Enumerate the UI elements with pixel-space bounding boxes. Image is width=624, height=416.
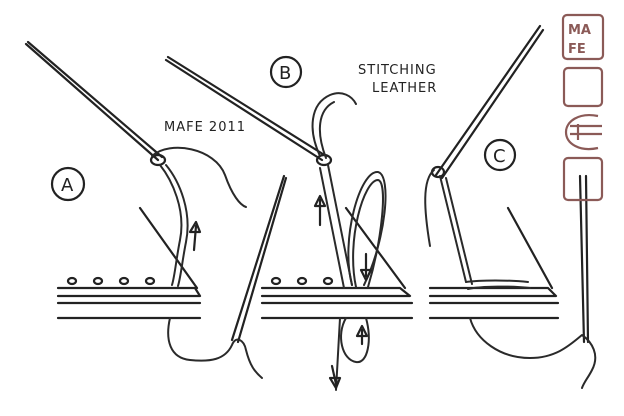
panel-a-needle-top-edge [26, 40, 164, 159]
panel-a-thread-tail [151, 146, 247, 208]
panel-a-thread-down-edge [165, 164, 189, 287]
panel-b-needle-eye [315, 153, 333, 167]
stamp-wave-outer [564, 114, 599, 151]
panel-c-thread-under [469, 317, 597, 389]
panel-b-arrow-under-shaft [330, 364, 338, 386]
panel-c-guide-line [506, 206, 554, 290]
panel-a-hole [66, 276, 78, 286]
panel-b-leather-top [260, 286, 412, 298]
panel-b-hole [270, 276, 282, 286]
stamp-empty-box [562, 66, 604, 108]
panel-a: A [24, 40, 288, 379]
annotations: STITCHING LEATHER MAFE 2011 [164, 63, 437, 135]
panel-b-hole [296, 276, 308, 286]
panel-a-needle-bottom [230, 174, 286, 342]
panel-b-thread-left-edge [319, 167, 345, 289]
panel-a-needle-eye [149, 153, 167, 167]
panel-a-arrow-head [188, 220, 202, 234]
panel-c-thread-down [439, 175, 467, 283]
panel-c-thread-tail [424, 169, 435, 247]
panel-c: C [424, 24, 597, 389]
panel-b-hole [322, 276, 334, 286]
panel-b-needle-long [164, 58, 324, 162]
stamp-logo-top: MA [568, 23, 591, 38]
panel-b-label: B [279, 63, 291, 84]
panel-c-needle-bottom-edge [584, 174, 590, 344]
panel-b-thread-curl [311, 92, 357, 157]
panel-a-label: A [61, 175, 74, 196]
stamp-logo-box [561, 13, 605, 61]
panel-c-label-circle [483, 138, 517, 172]
title-line-1: STITCHING [358, 63, 437, 78]
panel-b-needle-long-edge [166, 55, 328, 158]
panel-b-arrow-up-head [313, 194, 327, 208]
panel-c-needle-bottom [578, 174, 586, 344]
panel-a-needle-top [24, 42, 160, 162]
panel-c-stitch-edge [467, 285, 531, 290]
maker-stamp: MA FE [561, 13, 605, 202]
panel-b-arrow-down-head [359, 268, 373, 282]
panel-c-stitch [465, 279, 529, 283]
stamp-bottom-box [562, 156, 604, 202]
panel-b-arrow-under-up-head [355, 324, 369, 338]
panel-a-thread-under [167, 317, 263, 379]
panel-a-hole [118, 276, 130, 286]
panel-a-guide-line [138, 206, 199, 290]
panel-b: B [164, 55, 414, 391]
panel-b-thread-curl-edge [318, 101, 335, 159]
panel-c-needle-top-edge [440, 28, 545, 180]
panel-b-arrow-under-head [328, 376, 342, 390]
panel-c-label: C [493, 146, 506, 167]
panel-c-thread-down-edge [445, 177, 473, 285]
title-line-2: LEATHER [372, 81, 437, 96]
panel-c-leather-top [428, 286, 558, 298]
panel-c-needle-top [434, 24, 542, 177]
panel-a-leather-top [56, 286, 202, 298]
panel-a-arrow-shaft [192, 224, 198, 252]
panel-a-needle-bottom-edge [236, 176, 288, 344]
panel-a-label-circle [50, 166, 86, 202]
stamp-logo-bottom: FE [568, 42, 586, 57]
panel-a-hole [92, 276, 104, 286]
panel-b-thread-under-loop [340, 317, 370, 364]
signature: MAFE 2011 [164, 120, 246, 135]
panel-b-label-circle [269, 55, 303, 89]
panel-a-thread-down [159, 164, 183, 286]
panel-b-thread-loop-inner [352, 179, 384, 288]
stamp-wave-emblem [564, 114, 602, 151]
panel-a-hole [144, 276, 156, 286]
